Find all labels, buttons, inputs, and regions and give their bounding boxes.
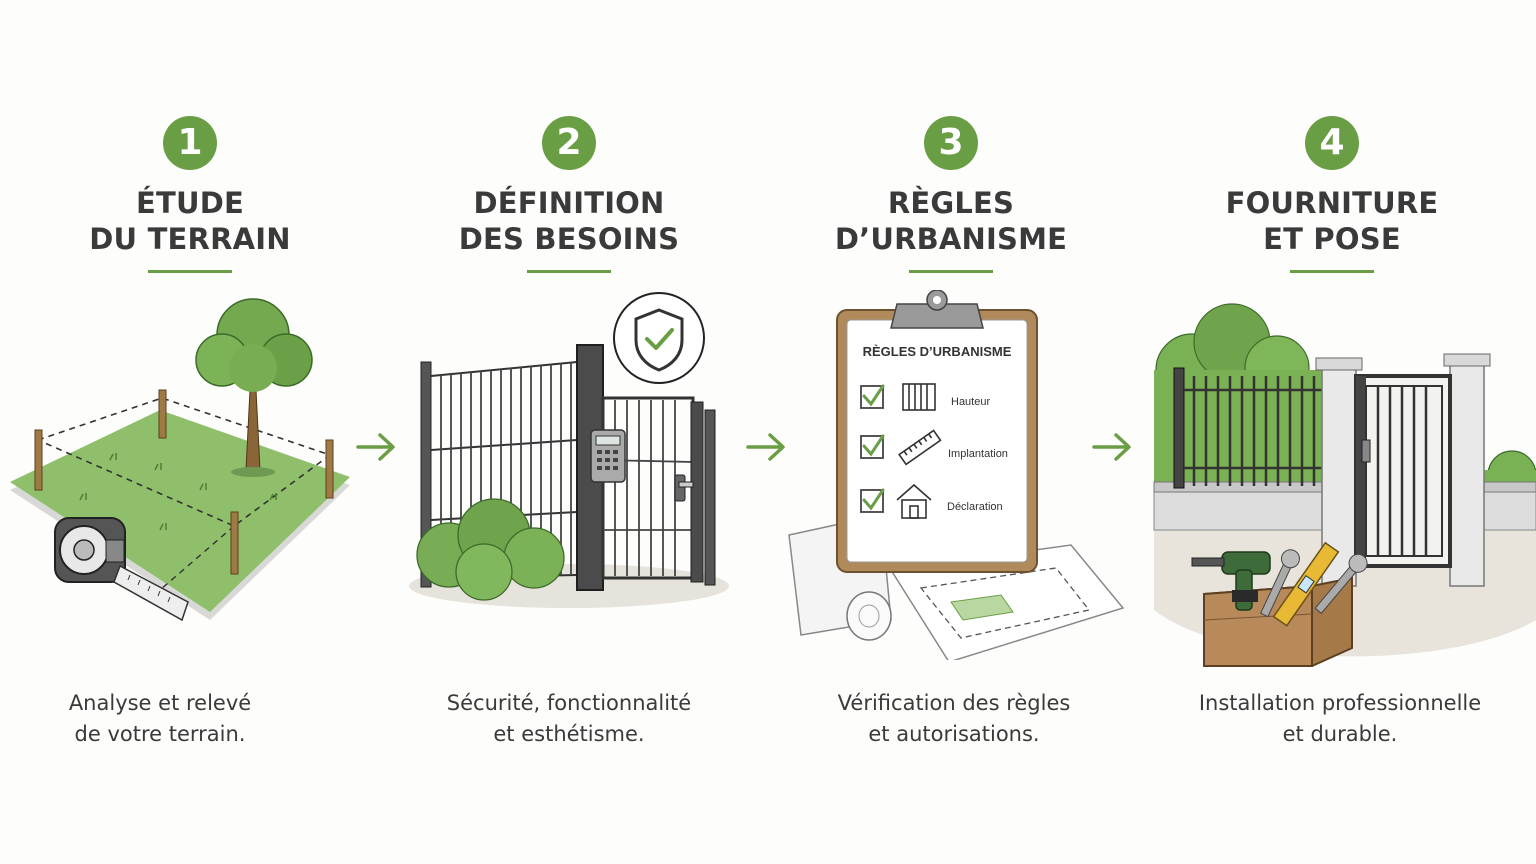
title-underline <box>1290 270 1374 273</box>
step-number-badge: 1 <box>163 116 217 170</box>
step-description: Sécurité, fonctionnalité et esthétisme. <box>446 691 692 746</box>
step-number-badge: 3 <box>924 116 978 170</box>
step-title: ÉTUDE DU TERRAIN <box>89 186 291 256</box>
clipboard-header: RÈGLES D’URBANISME <box>863 344 1012 359</box>
step-1: 1 ÉTUDE DU TERRAIN <box>10 0 370 864</box>
step-title: FOURNITURE ET POSE <box>1225 186 1439 256</box>
checklist-item: Implantation <box>948 448 1008 460</box>
step-description: Installation professionnelle et durable. <box>1198 691 1482 746</box>
step-number-badge: 2 <box>542 116 596 170</box>
title-underline <box>527 270 611 273</box>
step-4: 4 FOURNITURE ET POSE <box>1152 0 1536 864</box>
clipboard-checklist-icon: RÈGLES D’URBANISME Hauteur Implantation … <box>788 290 1125 660</box>
arrow-right-icon <box>1092 433 1131 461</box>
installation-toolbox-icon <box>1153 303 1536 667</box>
step-number-badge: 4 <box>1305 116 1359 170</box>
step-description: Vérification des règles et autorisations… <box>837 691 1071 746</box>
arrow-right-icon <box>746 433 785 461</box>
title-underline <box>909 270 993 273</box>
checklist-item: Déclaration <box>947 501 1003 513</box>
land-survey-icon <box>10 298 350 622</box>
checklist-item: Hauteur <box>951 396 990 408</box>
arrow-right-icon <box>356 433 395 461</box>
step-description: Analyse et relevé de votre terrain. <box>68 691 252 746</box>
step-3: 3 RÈGLES D’URBANISME RÈGLES D’URBANISME … <box>771 0 1131 864</box>
fence-gate-shield-icon <box>409 292 729 608</box>
step-title: RÈGLES D’URBANISME <box>834 186 1068 256</box>
step-title: DÉFINITION DES BESOINS <box>458 186 680 256</box>
step-2: 2 DÉFINITION DES BESOINS <box>389 0 749 864</box>
title-underline <box>148 270 232 273</box>
